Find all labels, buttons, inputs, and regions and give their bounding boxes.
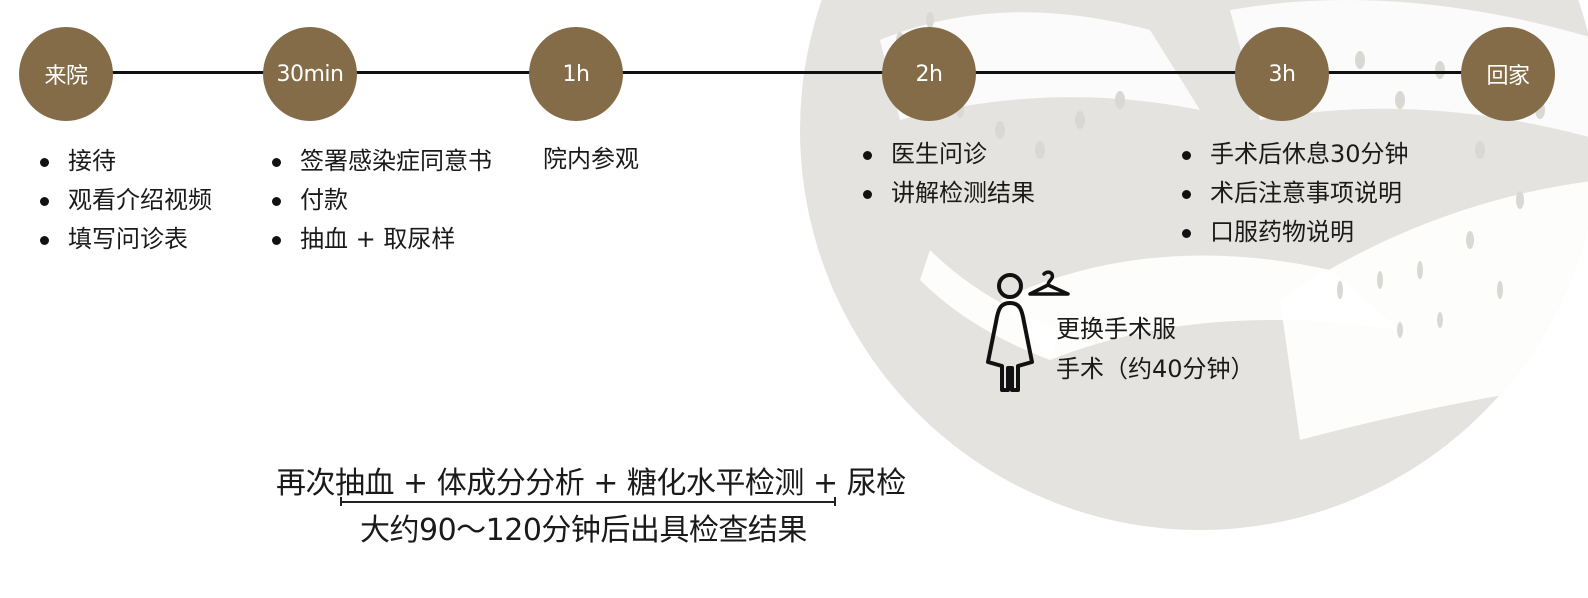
node-label: 2h (915, 61, 943, 87)
timeline-node-1h: 1h (529, 27, 623, 121)
list-item: 术后注意事项说明 (1180, 174, 1409, 213)
person-with-hanger-icon (984, 270, 1074, 400)
node-label: 回家 (1486, 64, 1530, 89)
tests-items-line: 再次抽血 + 体成分分析 + 糖化水平检测 + 尿检 (276, 466, 906, 501)
list-item: 填写问诊表 (38, 220, 212, 259)
surgery-line-change-gown: 更换手术服 (1056, 315, 1176, 343)
3h-steps-list: 手术后休息30分钟 术后注意事项说明 口服药物说明 (1180, 135, 1409, 252)
surgery-line-duration: 手术（约40分钟） (1056, 355, 1255, 383)
list-item: 观看介绍视频 (38, 181, 212, 220)
tests-result-note: 大约90～120分钟后出具检查结果 (360, 513, 807, 548)
2h-steps-list: 医生问诊 讲解检测结果 (861, 135, 1035, 213)
timeline-node-home: 回家 (1461, 27, 1555, 121)
list-item: 付款 (270, 181, 492, 220)
node-label: 3h (1268, 61, 1296, 87)
timeline-node-3h: 3h (1235, 27, 1329, 121)
list-item: 抽血 + 取尿样 (270, 220, 492, 259)
timeline-line (66, 71, 1508, 74)
timeline-node-30min: 30min (263, 27, 357, 121)
list-item: 口服药物说明 (1180, 213, 1409, 252)
list-item: 手术后休息30分钟 (1180, 135, 1409, 174)
surgery-description: 更换手术服 手术（约40分钟） (1056, 309, 1255, 389)
list-item: 医生问诊 (861, 135, 1035, 174)
node-label: 1h (562, 61, 590, 87)
list-item: 接待 (38, 142, 212, 181)
timeline-node-arrival: 来院 (19, 27, 113, 121)
node-label: 30min (276, 61, 344, 87)
tests-bracket-divider (340, 497, 836, 506)
30min-steps-list: 签署感染症同意书 付款 抽血 + 取尿样 (270, 142, 492, 259)
timeline-node-2h: 2h (882, 27, 976, 121)
list-item: 讲解检测结果 (861, 174, 1035, 213)
node-label: 来院 (44, 64, 88, 89)
1h-step-text: 院内参观 (543, 145, 639, 173)
arrival-steps-list: 接待 观看介绍视频 填写问诊表 (38, 142, 212, 259)
list-item: 签署感染症同意书 (270, 142, 492, 181)
